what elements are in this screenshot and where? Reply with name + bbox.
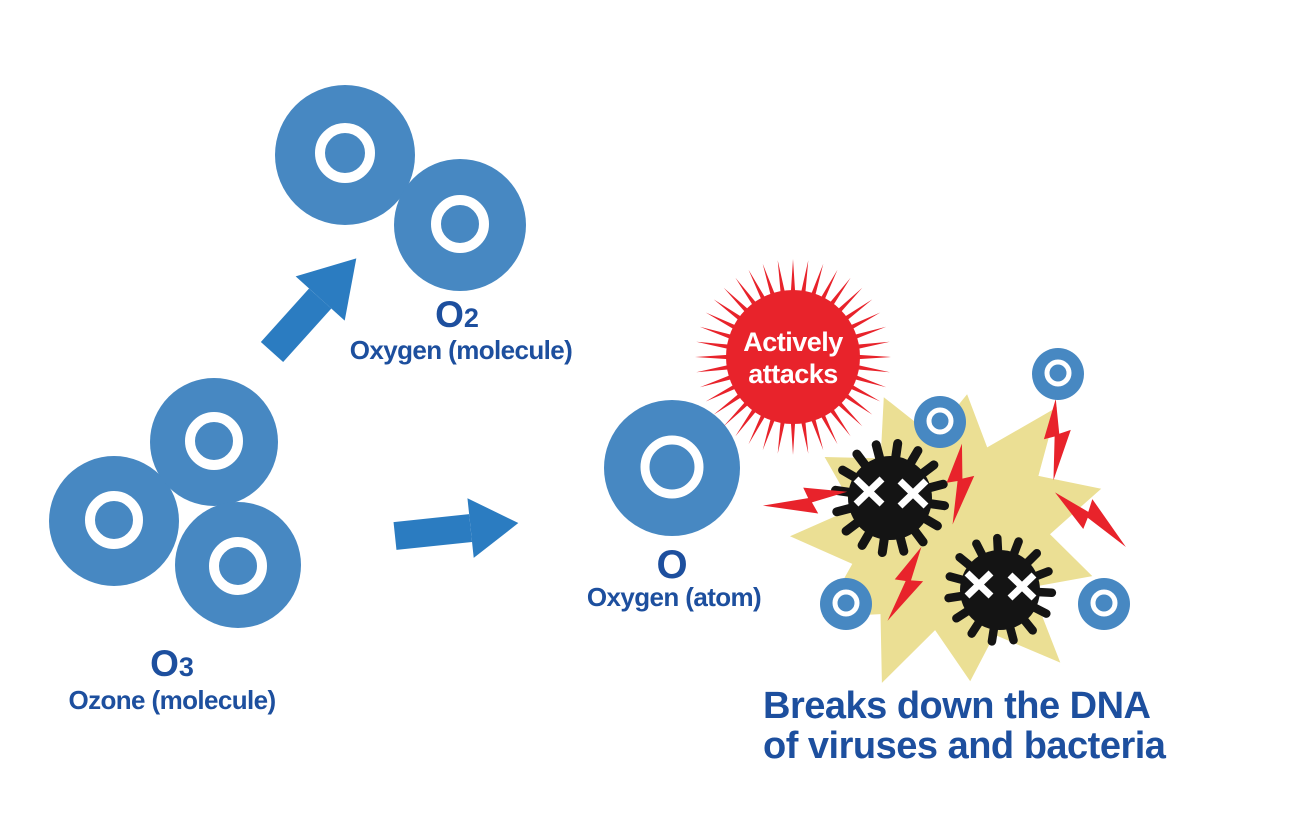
small-oxygen-atom-icon (1032, 348, 1084, 400)
attack-badge-text: Actively attacks (743, 326, 843, 390)
oxygen-ring-icon (185, 412, 243, 470)
lightning-bolt-icon (887, 546, 924, 621)
o3-formula: O3 (150, 645, 194, 682)
attack-starburst-icon (695, 259, 891, 455)
o3-molecule-graphic (49, 378, 301, 628)
o2-formula: O2 (435, 296, 479, 333)
o3-formula-base: O (150, 643, 179, 684)
oxygen-atom-formula: O (656, 543, 688, 587)
caption-line2: of viruses and bacteria (763, 725, 1166, 767)
lightning-bolt-icon (762, 487, 848, 514)
virus-icon (944, 533, 1057, 646)
oxygen-ring-icon (926, 407, 954, 435)
oxygen-ring-icon (1090, 589, 1118, 617)
caption-text: Breaks down the DNA of viruses and bacte… (763, 685, 1166, 767)
o3-formula-subscript: 3 (178, 652, 194, 682)
oxygen-ring-icon (832, 589, 860, 617)
o2-formula-base: O (435, 294, 464, 335)
lightning-bolt-icon (946, 443, 975, 525)
oxygen-ring-icon (640, 435, 704, 499)
oxygen-ring-icon (431, 195, 489, 253)
dead-eyes-icon (964, 570, 1037, 601)
arrow-up-right-icon (260, 258, 357, 363)
arrow-right-icon (393, 498, 519, 558)
dead-eyes-icon (853, 476, 929, 509)
small-oxygen-atom-icon (820, 578, 872, 630)
o2-formula-subscript: 2 (463, 303, 479, 333)
lightning-bolt-icon (1043, 398, 1071, 481)
oxygen-ring-icon (1044, 359, 1072, 387)
oxygen-ring-icon (85, 491, 143, 549)
lightning-bolt-icon (1054, 492, 1126, 548)
o2-molecule-graphic (275, 85, 526, 291)
oxygen-atom-label: Oxygen (atom) (586, 582, 762, 612)
small-oxygen-atom-icon (1078, 578, 1130, 630)
small-oxygen-atom-icon (914, 396, 966, 448)
oxygen-ring-icon (315, 123, 375, 183)
caption-line1: Breaks down the DNA (763, 685, 1151, 727)
oxygen-ring-icon (209, 537, 267, 595)
o3-label: Ozone (molecule) (68, 685, 276, 715)
oxygen-atom-graphic (604, 400, 740, 536)
attack-badge-line2: attacks (748, 359, 838, 389)
attack-badge-line1: Actively (743, 327, 843, 357)
o2-label: Oxygen (molecule) (349, 335, 573, 365)
